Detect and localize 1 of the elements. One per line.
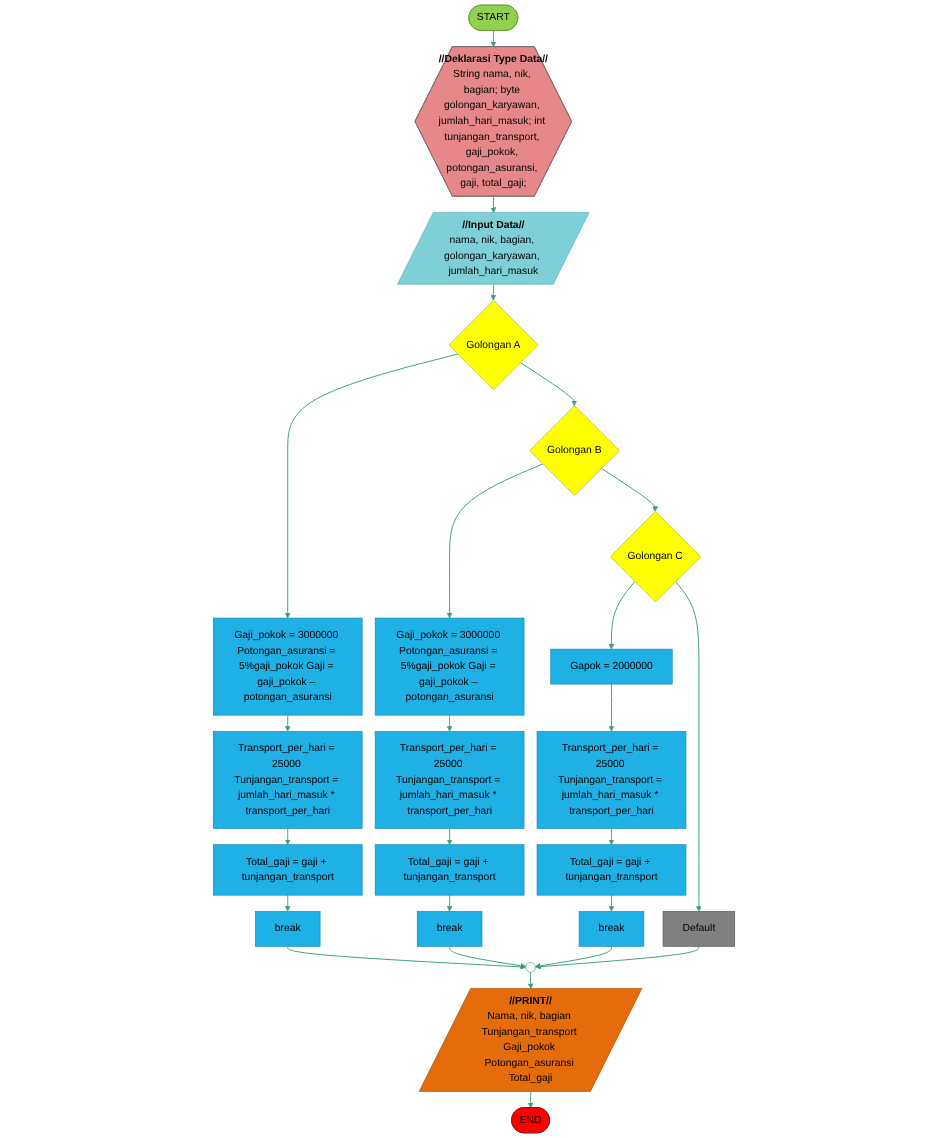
node-circle [525,962,536,973]
